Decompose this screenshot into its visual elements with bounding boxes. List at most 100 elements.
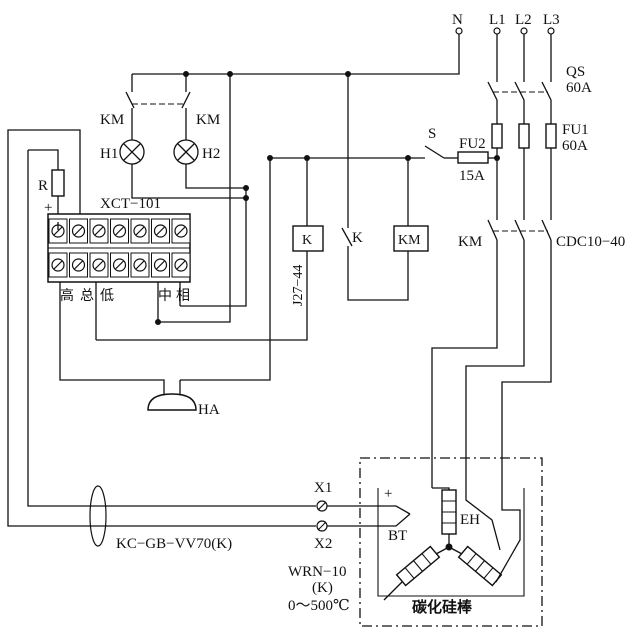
heater-label: EH	[460, 512, 480, 528]
fu1-rating: 60A	[562, 138, 588, 154]
heater-star-left	[435, 546, 450, 555]
fu2-label: FU2	[459, 136, 486, 152]
terminal-row-bottom	[48, 252, 191, 278]
qs-contact-l2	[514, 81, 525, 101]
fu1-fuse-l2	[518, 123, 530, 149]
thermo-lead-minus	[327, 513, 411, 527]
buzzer-ha	[147, 393, 197, 411]
terminal-l1	[493, 27, 501, 35]
km-aux-contact-left	[125, 91, 135, 109]
supply-terminals: N L1 L2 L3	[452, 12, 560, 35]
resistor-wire-top	[28, 149, 59, 170]
km-main-label: KM	[458, 234, 482, 250]
thermo-range: 0～500℃	[288, 598, 350, 614]
terminal-bottom-slot-1	[53, 260, 63, 270]
controller-plus: +	[44, 200, 52, 216]
terminal-top-slot-4	[115, 226, 124, 236]
terminal-top-slot-2	[74, 226, 83, 236]
label-l3: L3	[543, 12, 560, 28]
thermo-plus-label: +	[384, 486, 392, 502]
switch-s-label: S	[428, 126, 436, 142]
k-contact-blade	[341, 227, 353, 247]
terminal-label-high: 高	[60, 287, 74, 304]
qs-contact-l1	[487, 81, 498, 101]
terminal-row-top	[48, 218, 191, 244]
heater-element-left	[395, 545, 441, 587]
km-contact-l2	[514, 219, 525, 241]
cable-bundle	[89, 485, 107, 547]
k-coil-label: K	[302, 233, 312, 248]
km-contact-l3	[541, 219, 552, 241]
buzzer-label: HA	[198, 402, 220, 418]
heater-right-lead	[465, 488, 501, 551]
l3-to-heater	[501, 240, 552, 488]
h2-wire-bottom	[185, 164, 246, 189]
terminal-label-low: 低	[100, 288, 114, 304]
heater-element-left-ticks	[404, 553, 432, 579]
label-n: N	[452, 12, 463, 28]
x1-label: X1	[314, 480, 332, 496]
h1-label: H1	[100, 146, 118, 162]
km-left-label: KM	[100, 112, 124, 128]
thermo-wire-minus	[7, 129, 316, 527]
cable-label: KC−GB−VV70(K)	[116, 536, 232, 552]
fu1-fuse-l1	[491, 123, 503, 149]
label-l1: L1	[489, 12, 506, 28]
x2-label: X2	[314, 536, 332, 552]
heater-far-lead	[495, 488, 521, 583]
phase-lines	[431, 34, 557, 488]
km-coil	[393, 225, 429, 252]
terminal-top-slot-3	[94, 226, 104, 236]
fu1-label: FU1	[562, 122, 589, 138]
h2-lamp-cross	[177, 143, 195, 161]
enclosure-inner	[377, 488, 525, 597]
buzzer-wire-right	[180, 198, 271, 381]
x2-terminal-slash	[317, 521, 327, 531]
km-coil-label: KM	[398, 233, 421, 248]
heater-top-lead	[432, 487, 450, 490]
middle-terminal-wire	[158, 74, 231, 323]
l2-to-heater	[465, 240, 525, 488]
terminal-label-total: 总	[80, 288, 94, 304]
thermo-model: WRN−10	[288, 564, 346, 580]
heater-element-label: 碳化硅棒	[412, 598, 473, 616]
qs-rating: 60A	[566, 80, 592, 96]
h2-label: H2	[202, 146, 220, 162]
terminal-label-phase: 相	[176, 288, 190, 304]
junction-h1	[243, 195, 249, 201]
h1-lamp-cross	[123, 143, 141, 161]
fu1-fuse-l3	[545, 123, 557, 149]
terminal-l2	[520, 27, 528, 35]
heater-left-end	[383, 581, 403, 601]
km-contact-l1	[487, 219, 498, 241]
indicator-lamps	[119, 74, 246, 199]
terminal-top-slot-1	[53, 226, 63, 236]
terminal-l3	[547, 27, 555, 35]
terminal-bottom-slot-3	[94, 260, 104, 270]
km-aux-contact-right	[181, 91, 191, 109]
controller-xct101	[47, 213, 191, 283]
k-coil	[292, 225, 324, 252]
k-contact-wire-bottom	[347, 246, 409, 301]
terminal-top-slot-5	[135, 226, 145, 236]
terminal-bottom-slot-5	[135, 260, 145, 270]
k-coil-wire-bottom	[96, 251, 308, 341]
terminal-bottom-slot-7	[176, 260, 186, 270]
thermo-wire-plus	[27, 150, 316, 507]
thermo-lead-plus	[327, 505, 411, 515]
enclosure-border	[359, 457, 543, 627]
l1-to-heater	[431, 240, 498, 488]
heater-element-right	[457, 545, 503, 587]
resistor-label: R	[38, 178, 48, 194]
phase-terminal-wire	[180, 188, 247, 307]
fu2-fuse	[457, 151, 489, 164]
km-right-label: KM	[196, 112, 220, 128]
terminal-bottom-slot-4	[115, 260, 124, 270]
junction-h2	[243, 185, 249, 191]
h1-wire-bottom	[131, 164, 246, 199]
switch-s-blade	[424, 145, 445, 159]
thermo-variant: (K)	[312, 580, 333, 596]
thermo-bt-label: BT	[388, 528, 407, 544]
terminal-n	[455, 27, 463, 35]
